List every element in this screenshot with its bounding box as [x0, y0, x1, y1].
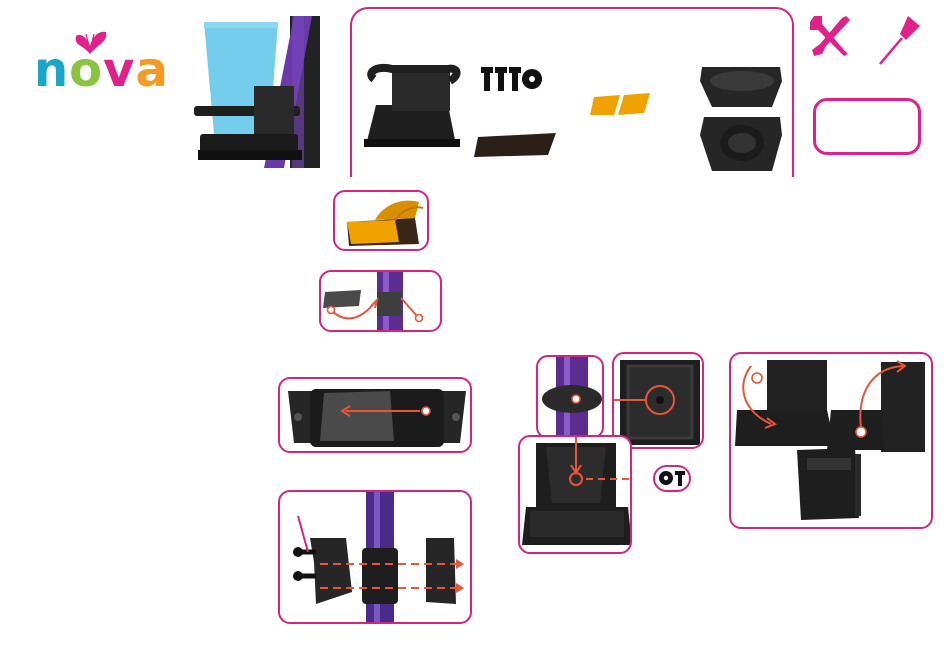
step-clamp-on-tube-panel: [536, 355, 604, 439]
step-fold-holder-panel: [729, 352, 933, 529]
tools-icon: [808, 14, 852, 58]
step-clamp-assembly-panel: [278, 490, 472, 624]
screw-washer-badge: [653, 465, 691, 492]
quantity-box: [813, 98, 921, 155]
step-peel-adhesive-panel: [333, 190, 429, 251]
product-photo: [194, 16, 320, 168]
screws-and-washer-part: [481, 67, 542, 91]
nova-logo: nova: [34, 32, 174, 104]
parts-list-panel: [350, 7, 794, 177]
adhesive-strips-part: [590, 93, 650, 115]
step-pad-on-clamp-panel: [278, 377, 472, 453]
step-mount-holder-panel: [518, 435, 632, 554]
step-apply-pad-panel: [319, 270, 442, 332]
logo-wordmark: nova: [34, 40, 169, 100]
rubber-pad-part: [474, 133, 556, 157]
cup-holder-part: [364, 68, 460, 147]
screwdriver-icon: [878, 14, 922, 66]
clamp-halves-part: [700, 67, 782, 171]
step-bracket-back-panel: [612, 352, 704, 449]
